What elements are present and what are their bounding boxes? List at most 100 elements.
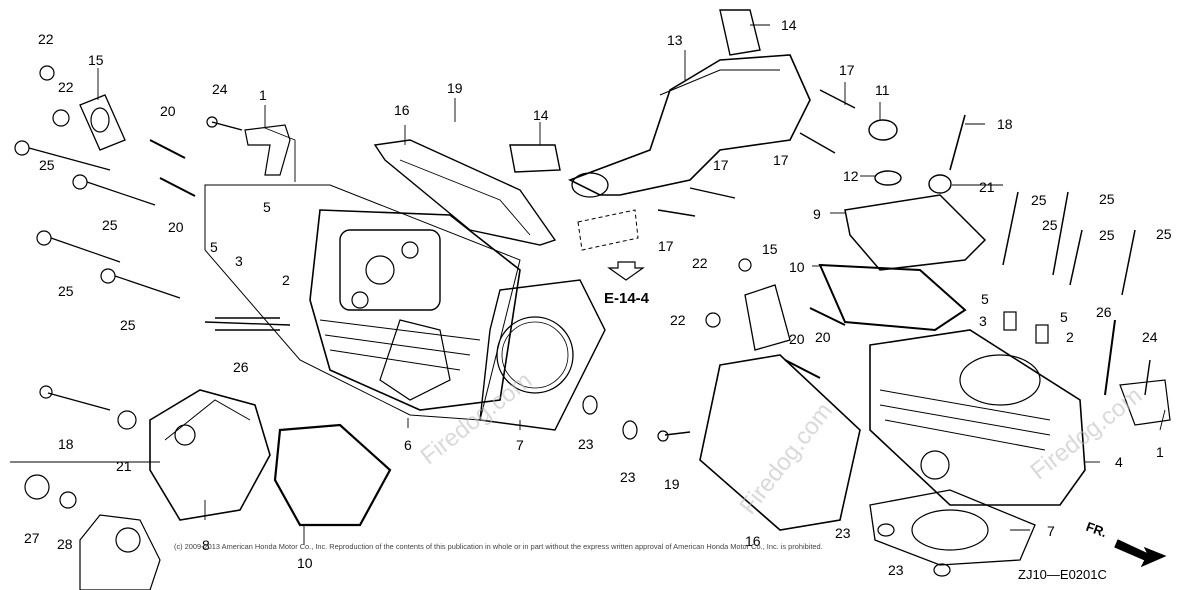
callout-24: 24 [1142, 329, 1158, 345]
callout-23: 23 [888, 562, 904, 578]
nut-22-d [705, 312, 721, 328]
dowel-23-d [933, 563, 951, 577]
head-gasket-right [869, 489, 1036, 566]
washer-28 [59, 491, 77, 509]
callout-17: 17 [658, 238, 674, 254]
reference-sub-assembly [577, 209, 639, 251]
callout-22: 22 [38, 31, 54, 47]
valve-part-2 [1035, 324, 1049, 344]
callout-5: 5 [263, 199, 271, 215]
bolts-25-right [1002, 191, 1136, 296]
right-head-cover [699, 354, 861, 531]
callout-23: 23 [835, 525, 851, 541]
bolt-18-right [949, 114, 966, 171]
callout-25: 25 [1099, 191, 1115, 207]
callout-23: 23 [620, 469, 636, 485]
callout-2: 2 [1066, 329, 1074, 345]
bolt-19-head [657, 430, 669, 442]
studs-20-left [149, 139, 196, 197]
callout-25: 25 [1156, 226, 1172, 242]
callout-3: 3 [235, 253, 243, 269]
callout-26: 26 [1096, 304, 1112, 320]
nut-22-a [39, 65, 55, 81]
breather-11 [868, 119, 898, 141]
dowel-23-b [622, 420, 638, 440]
callout-24: 24 [212, 81, 228, 97]
callout-23: 23 [578, 436, 594, 452]
callout-21: 21 [116, 458, 132, 474]
bolts-17 [657, 89, 856, 217]
callout-20: 20 [789, 331, 805, 347]
callout-8: 8 [202, 537, 210, 553]
head-cover-8 [149, 389, 271, 521]
callout-5: 5 [981, 291, 989, 307]
bolt-24-right [1144, 359, 1151, 396]
callout-25: 25 [102, 217, 118, 233]
callout-5: 5 [1060, 309, 1068, 325]
callout-16: 16 [394, 102, 410, 118]
callout-18: 18 [997, 116, 1013, 132]
callout-25: 25 [1099, 227, 1115, 243]
valve-part-3 [1003, 311, 1017, 331]
manifold-gasket-14-mid [509, 144, 561, 173]
intake-manifold [568, 54, 811, 198]
diagram-code: ZJ10—E0201C [1018, 567, 1107, 582]
callout-7: 7 [1047, 523, 1055, 539]
bolt-19-mid [664, 431, 691, 436]
dowel-23-a [582, 395, 598, 415]
bolts-25-left [14, 140, 181, 299]
cover-gasket-10-right [818, 263, 967, 332]
callout-22: 22 [58, 79, 74, 95]
callout-20: 20 [160, 103, 176, 119]
nut-22-c [738, 258, 752, 272]
callout-20: 20 [168, 219, 184, 235]
callout-22: 22 [670, 312, 686, 328]
studs-20-right [784, 307, 846, 379]
cover-gasket-10-left [273, 423, 392, 527]
callout-25: 25 [1031, 192, 1047, 208]
left-cylinder-head [204, 184, 521, 421]
callout-20: 20 [815, 329, 831, 345]
callout-22: 22 [692, 255, 708, 271]
callout-26: 26 [233, 359, 249, 375]
callout-10: 10 [297, 555, 313, 571]
lower-left-engine-section [10, 461, 161, 590]
manifold-gasket-14-top [719, 9, 761, 56]
bracket-right [1119, 379, 1171, 426]
callout-14: 14 [533, 107, 549, 123]
bracket-left [244, 124, 291, 176]
callout-16: 16 [745, 533, 761, 549]
copyright-notice: (c) 2009-2013 American Honda Motor Co., … [174, 542, 823, 551]
callout-27: 27 [24, 530, 40, 546]
oil-cap-27 [24, 474, 50, 500]
spark-plug-right [1104, 319, 1116, 396]
dowel-23-c [877, 523, 895, 537]
callout-18: 18 [58, 436, 74, 452]
callout-12: 12 [843, 168, 859, 184]
grommet-12 [874, 170, 902, 186]
breather-cover-9 [844, 194, 987, 271]
callout-2: 2 [282, 272, 290, 288]
spark-plug-left [204, 317, 291, 331]
callout-13: 13 [667, 32, 683, 48]
nut-22-b [52, 109, 70, 127]
callout-25: 25 [39, 157, 55, 173]
callout-14: 14 [781, 17, 797, 33]
left-head-cover [373, 139, 557, 246]
grommet-21-right [928, 174, 952, 194]
callout-1: 1 [259, 87, 267, 103]
bolt-24-head [206, 116, 218, 128]
bolt-18-left-head [39, 385, 53, 399]
callout-11: 11 [875, 82, 890, 98]
callout-17: 17 [713, 157, 729, 173]
right-cylinder-head [869, 329, 1086, 506]
callout-1: 1 [1156, 444, 1164, 460]
callout-5: 5 [210, 239, 218, 255]
reference-arrow [607, 261, 645, 281]
callout-19: 19 [664, 476, 680, 492]
callout-28: 28 [57, 536, 73, 552]
bolt-18-left [47, 392, 111, 411]
callout-9: 9 [813, 206, 821, 222]
